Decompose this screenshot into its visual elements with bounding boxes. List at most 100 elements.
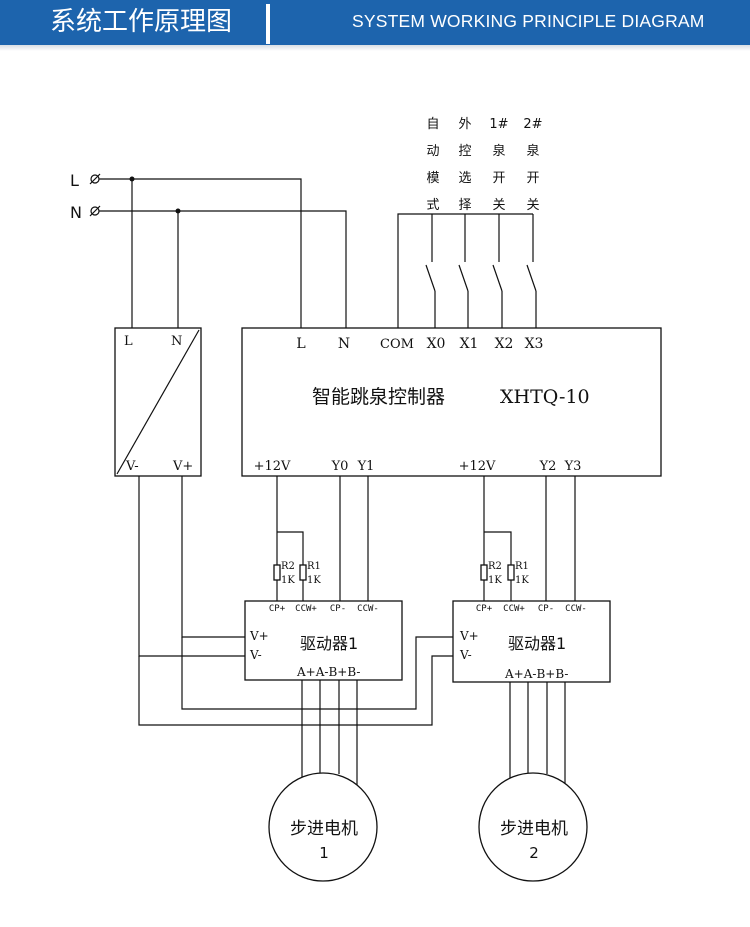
ctrl-terminal-y3: Y3 (564, 459, 582, 474)
switch-x0 (425, 214, 436, 332)
switch-labels: 自 动 模 式 外 控 选 择 1# 泉 开 关 2# 泉 开 关 (426, 117, 542, 213)
junction-dot (175, 208, 181, 214)
ctrl-terminal-x0: X0 (427, 336, 446, 352)
mains-input: L N (70, 171, 347, 332)
ctrl-terminal-x2: X2 (495, 336, 514, 352)
switch-x1 (458, 214, 469, 332)
psu-n-label: N (171, 334, 182, 349)
svg-text:式: 式 (426, 198, 439, 213)
driver-2-ccw-minus: CCW- (565, 604, 587, 614)
driver-2-cp-plus: CP+ (476, 604, 493, 614)
switch-x2 (492, 214, 503, 332)
resistor-r1-icon (507, 564, 515, 581)
controller-name: 智能跳泉控制器 (312, 386, 445, 408)
ctrl-terminal-12v-b: +12V (459, 459, 496, 474)
resistor-r2-name: R2 (281, 561, 295, 572)
svg-text:2#: 2# (523, 117, 542, 132)
svg-text:泉: 泉 (526, 143, 539, 159)
driver-1-ccw-plus: CCW+ (295, 604, 317, 614)
motor-wires (301, 680, 566, 785)
stepper-motor-1-number: 1 (319, 844, 329, 862)
ctrl-terminal-n: N (338, 336, 350, 352)
svg-text:泉: 泉 (492, 143, 505, 159)
controller-model: XHTQ-10 (500, 386, 590, 408)
stepper-motor-1: 步进电机 1 (268, 772, 378, 882)
switch-label-auto-mode: 自 动 模 式 (426, 117, 439, 213)
resistor-r1-value: 1K (515, 575, 529, 586)
mains-l-label: L (70, 171, 79, 190)
svg-text:开: 开 (492, 171, 505, 186)
resistor-r1-name: R1 (515, 561, 529, 572)
driver-1-vminus: V- (249, 648, 262, 662)
driver-1-ccw-minus: CCW- (357, 604, 379, 614)
stepper-motor-2-number: 2 (529, 844, 539, 862)
svg-text:外: 外 (458, 117, 471, 132)
ctrl-terminal-y0: Y0 (331, 459, 349, 474)
wire-mains-n (99, 210, 347, 332)
header-bar: 系统工作原理图 SYSTEM WORKING PRINCIPLE DIAGRAM (0, 0, 750, 45)
power-supply-diagonal (116, 329, 200, 475)
driver-1-vplus: V+ (249, 629, 269, 643)
driver-1-cp-plus: CP+ (269, 604, 286, 614)
controller-box (241, 327, 662, 477)
driver-1-title: 驱动器1 (300, 634, 358, 653)
driver-2-vminus: V- (459, 648, 472, 662)
resistor-r2-value: 1K (281, 575, 295, 586)
page-title: 系统工作原理图 (50, 7, 233, 37)
controller: L N COM X0 X1 X2 X3 智能跳泉控制器 XHTQ-10 +12V… (241, 327, 662, 477)
stepper-motor-1-circle (268, 772, 378, 882)
driver-1-box (244, 600, 403, 681)
ctrl-terminal-12v-a: +12V (254, 459, 291, 474)
psu-vplus-label: V+ (172, 459, 193, 474)
junction-dot (129, 176, 135, 182)
resistor-r2-name: R2 (488, 561, 502, 572)
resistor-r2-icon (480, 564, 488, 581)
ctrl-terminal-y1: Y1 (357, 459, 375, 474)
driver-2-box (452, 600, 611, 683)
resistor-r1-value: 1K (307, 575, 321, 586)
driver-2-cp-minus: CP- (538, 604, 554, 614)
driver-2-vplus: V+ (459, 629, 479, 643)
signal-wires-driver-2 (483, 476, 576, 601)
psu-l-label: L (124, 334, 133, 349)
ctrl-terminal-com: COM (380, 337, 414, 352)
switch-network (397, 213, 537, 332)
ctrl-terminal-x3: X3 (525, 336, 544, 352)
resistors-driver-2: R2 1K R1 1K (480, 561, 529, 586)
driver-2-outputs: A+A-B+B- (504, 667, 568, 681)
driver-1-outputs: A+A-B+B- (296, 665, 360, 679)
signal-wires-driver-1 (276, 476, 369, 601)
power-supply: L N V- V+ (114, 327, 202, 477)
ctrl-terminal-y2: Y2 (539, 459, 557, 474)
switch-label-fountain-1: 1# 泉 开 关 (489, 117, 508, 213)
resistor-r1-name: R1 (307, 561, 321, 572)
resistor-r1-icon (299, 564, 307, 581)
wire-mains-l (99, 178, 302, 332)
svg-text:关: 关 (526, 198, 539, 213)
svg-text:开: 开 (526, 171, 539, 186)
svg-text:自: 自 (426, 117, 439, 132)
header-shadow (0, 45, 750, 51)
svg-text:择: 择 (458, 198, 471, 213)
svg-text:动: 动 (426, 144, 439, 159)
svg-text:关: 关 (492, 198, 505, 213)
driver-2: CP+ CCW+ CP- CCW- V+ V- 驱动器1 A+A-B+B- (452, 600, 611, 683)
mains-l-terminal-icon (89, 173, 101, 185)
svg-text:模: 模 (426, 171, 439, 186)
switch-label-external-select: 外 控 选 择 (458, 117, 471, 213)
driver-2-title: 驱动器1 (508, 634, 566, 653)
stepper-motor-2-circle (478, 772, 588, 882)
switch-x3 (526, 214, 537, 332)
page-subtitle: SYSTEM WORKING PRINCIPLE DIAGRAM (352, 11, 705, 31)
svg-text:选: 选 (458, 171, 471, 186)
mains-n-label: N (70, 203, 82, 222)
driver-1-cp-minus: CP- (330, 604, 346, 614)
ctrl-terminal-l: L (296, 336, 305, 352)
stepper-motor-1-name: 步进电机 (290, 819, 358, 839)
stepper-motor-2: 步进电机 2 (478, 772, 588, 882)
ctrl-terminal-x1: X1 (460, 336, 479, 352)
mains-n-terminal-icon (89, 205, 101, 217)
wire-com-bus (397, 213, 533, 332)
driver-1: CP+ CCW+ CP- CCW- V+ V- 驱动器1 A+A-B+B- (244, 600, 403, 681)
